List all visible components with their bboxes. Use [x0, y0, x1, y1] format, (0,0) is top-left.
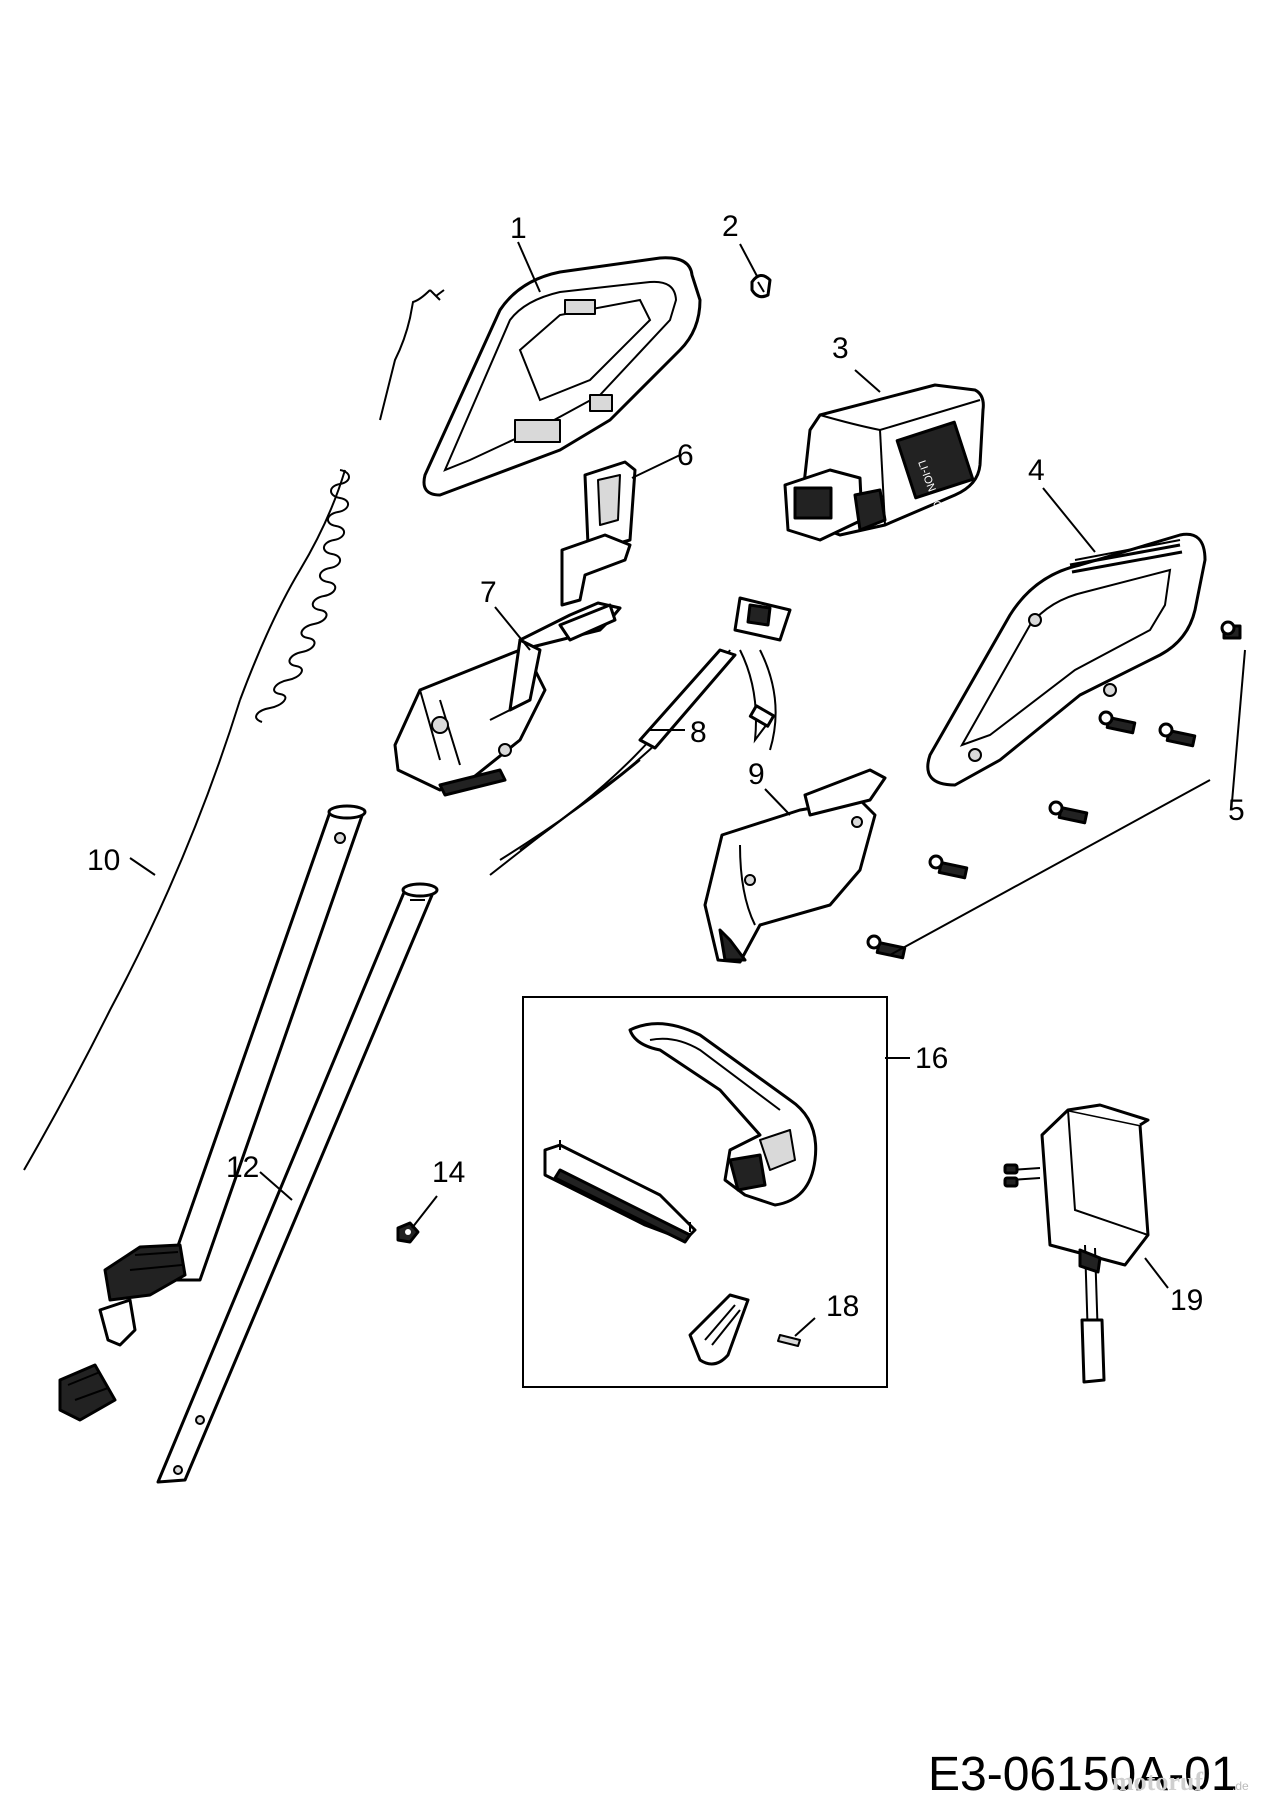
screw — [866, 934, 907, 960]
watermark-suffix: .de — [1232, 1779, 1249, 1793]
callout-19: 19 — [1170, 1284, 1203, 1317]
part-9-switch-cover — [703, 768, 887, 964]
kit-handle-grip — [628, 1022, 818, 1207]
callout-6: 6 — [677, 439, 694, 472]
part-5-screws — [866, 620, 1242, 960]
screw — [1220, 620, 1242, 640]
part-6-switch — [560, 460, 637, 607]
callout-8: 8 — [690, 716, 707, 749]
callout-18: 18 — [826, 1290, 859, 1323]
part-12-tube — [156, 882, 439, 1484]
part-14-nut — [396, 1221, 420, 1244]
part-19-charger — [1003, 1103, 1150, 1384]
part-3-battery-pack: LI-ION POWER — [783, 383, 985, 542]
callout-4: 4 — [1028, 454, 1045, 487]
screw — [928, 854, 969, 880]
callout-10: 10 — [87, 844, 120, 877]
part-10-cable — [23, 289, 445, 1171]
part-4-rear-handle — [926, 532, 1207, 787]
part-18-pin — [777, 1334, 801, 1347]
watermark-brand: motoruf — [1112, 1767, 1203, 1796]
callout-7: 7 — [480, 576, 497, 609]
part-7-trigger-housing — [393, 601, 622, 797]
callout-5: 5 — [1228, 794, 1245, 827]
part-1-handle-shell — [422, 256, 702, 497]
callout-12: 12 — [226, 1151, 259, 1184]
callout-14: 14 — [432, 1156, 465, 1189]
screw — [1098, 710, 1137, 735]
part-8-wiring — [489, 596, 792, 876]
callout-2: 2 — [722, 210, 739, 243]
part-16-kit-box — [522, 996, 888, 1388]
kit-clip — [688, 1293, 750, 1366]
diagram-code: E3-06150A-01 — [928, 1748, 1238, 1800]
coil-spring — [255, 469, 350, 723]
callout-labels: 1 2 3 4 5 6 7 8 9 10 12 14 16 18 19 — [87, 210, 1245, 1323]
screw — [1048, 800, 1089, 825]
grip-texture — [1069, 543, 1183, 574]
callout-9: 9 — [748, 758, 765, 791]
kit-cover-plate — [543, 1140, 697, 1244]
callout-1: 1 — [510, 212, 527, 245]
callout-16: 16 — [915, 1042, 948, 1075]
leader-lines — [129, 241, 1246, 1337]
callout-3: 3 — [832, 332, 849, 365]
part-2-clip — [750, 274, 772, 299]
tube-with-coupler — [58, 804, 367, 1422]
screw — [1158, 722, 1197, 748]
